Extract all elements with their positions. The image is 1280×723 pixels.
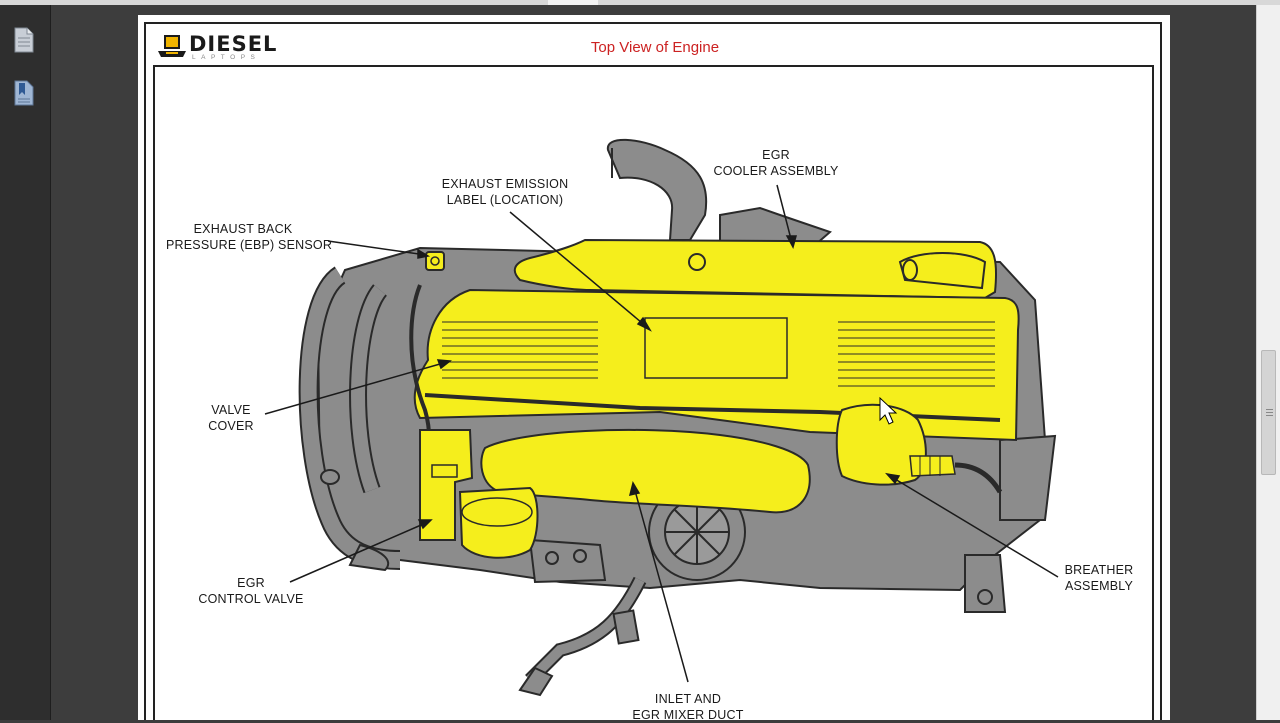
- valve-cover-ribs-left: [442, 321, 598, 379]
- diesel-laptops-logo: DIESEL LAPTOPS: [156, 31, 286, 63]
- callout-leaders: [264, 184, 1059, 683]
- pipe-coupler: [612, 609, 640, 645]
- mount-bolt: [977, 589, 993, 605]
- grip-line: [1266, 415, 1273, 416]
- logo-wordmark: DIESEL: [189, 32, 278, 56]
- breather-outlet-ribs: [919, 456, 941, 476]
- label-inlet-duct: INLET AND EGR MIXER DUCT: [632, 692, 744, 722]
- page-title: Top View of Engine: [590, 39, 720, 56]
- laptop-logo-icon: [158, 35, 186, 57]
- label-breather: BREATHER ASSEMBLY: [1064, 563, 1134, 593]
- label-egr-control-valve: EGR CONTROL VALVE: [198, 576, 304, 606]
- label-ebp-sensor: EXHAUST BACK PRESSURE (EBP) SENSOR: [166, 222, 333, 252]
- egr-cooler-assembly[interactable]: [513, 238, 998, 300]
- scrollbar-thumb[interactable]: [1261, 350, 1276, 475]
- breather-hose: [954, 462, 1003, 494]
- logo-subtitle: LAPTOPS: [192, 54, 261, 61]
- label-valve-cover: VALVE COVER: [208, 403, 254, 433]
- left-navigation-rail: [0, 5, 51, 720]
- pump-fitting: [573, 549, 587, 563]
- lower-pipe: [526, 577, 645, 684]
- grip-line: [1266, 412, 1273, 413]
- intake-hose: [351, 285, 386, 493]
- cooler-outlet-end: [902, 259, 918, 281]
- fuel-pump: [528, 538, 607, 584]
- bookmarks-button[interactable]: [11, 78, 37, 108]
- egr-control-valve[interactable]: [419, 429, 474, 541]
- page-border: [144, 22, 1162, 720]
- valve-connector: [431, 464, 458, 478]
- cooler-cap: [688, 253, 706, 271]
- diagram-border: [153, 65, 1154, 720]
- pipe-end-cap: [518, 666, 554, 697]
- mouse-cursor-icon: [879, 396, 898, 425]
- label-emission-label: EXHAUST EMISSION LABEL (LOCATION): [441, 177, 569, 207]
- breather-assembly[interactable]: [835, 403, 927, 486]
- page-thumbnails-button[interactable]: [11, 25, 37, 55]
- fan-spokes: [665, 500, 729, 564]
- valve-cover-ribs-right: [838, 321, 995, 387]
- page-thumbnails-icon: [14, 27, 34, 53]
- breather-outlet: [909, 455, 956, 477]
- turbo-housing: [719, 206, 832, 246]
- grip-line: [1266, 409, 1273, 410]
- cooler-outlet: [898, 252, 987, 290]
- ebp-sensor-port: [430, 256, 440, 266]
- ebp-sensor[interactable]: [425, 251, 445, 271]
- turbo-inlet-pipe: [606, 138, 708, 241]
- vertical-scrollbar[interactable]: [1256, 5, 1280, 720]
- emission-label-area: [644, 317, 788, 379]
- right-housing: [999, 434, 1057, 521]
- bookmarks-icon: [14, 80, 34, 106]
- label-egr-cooler: EGR COOLER ASSEMBLY: [713, 148, 839, 178]
- pump-fitting: [545, 551, 559, 565]
- engine-mount-bracket: [964, 554, 1007, 613]
- window-top-strip: [0, 0, 1280, 5]
- actuator-top: [461, 497, 533, 527]
- hose-clamp: [320, 469, 340, 485]
- window-tab[interactable]: [548, 0, 598, 5]
